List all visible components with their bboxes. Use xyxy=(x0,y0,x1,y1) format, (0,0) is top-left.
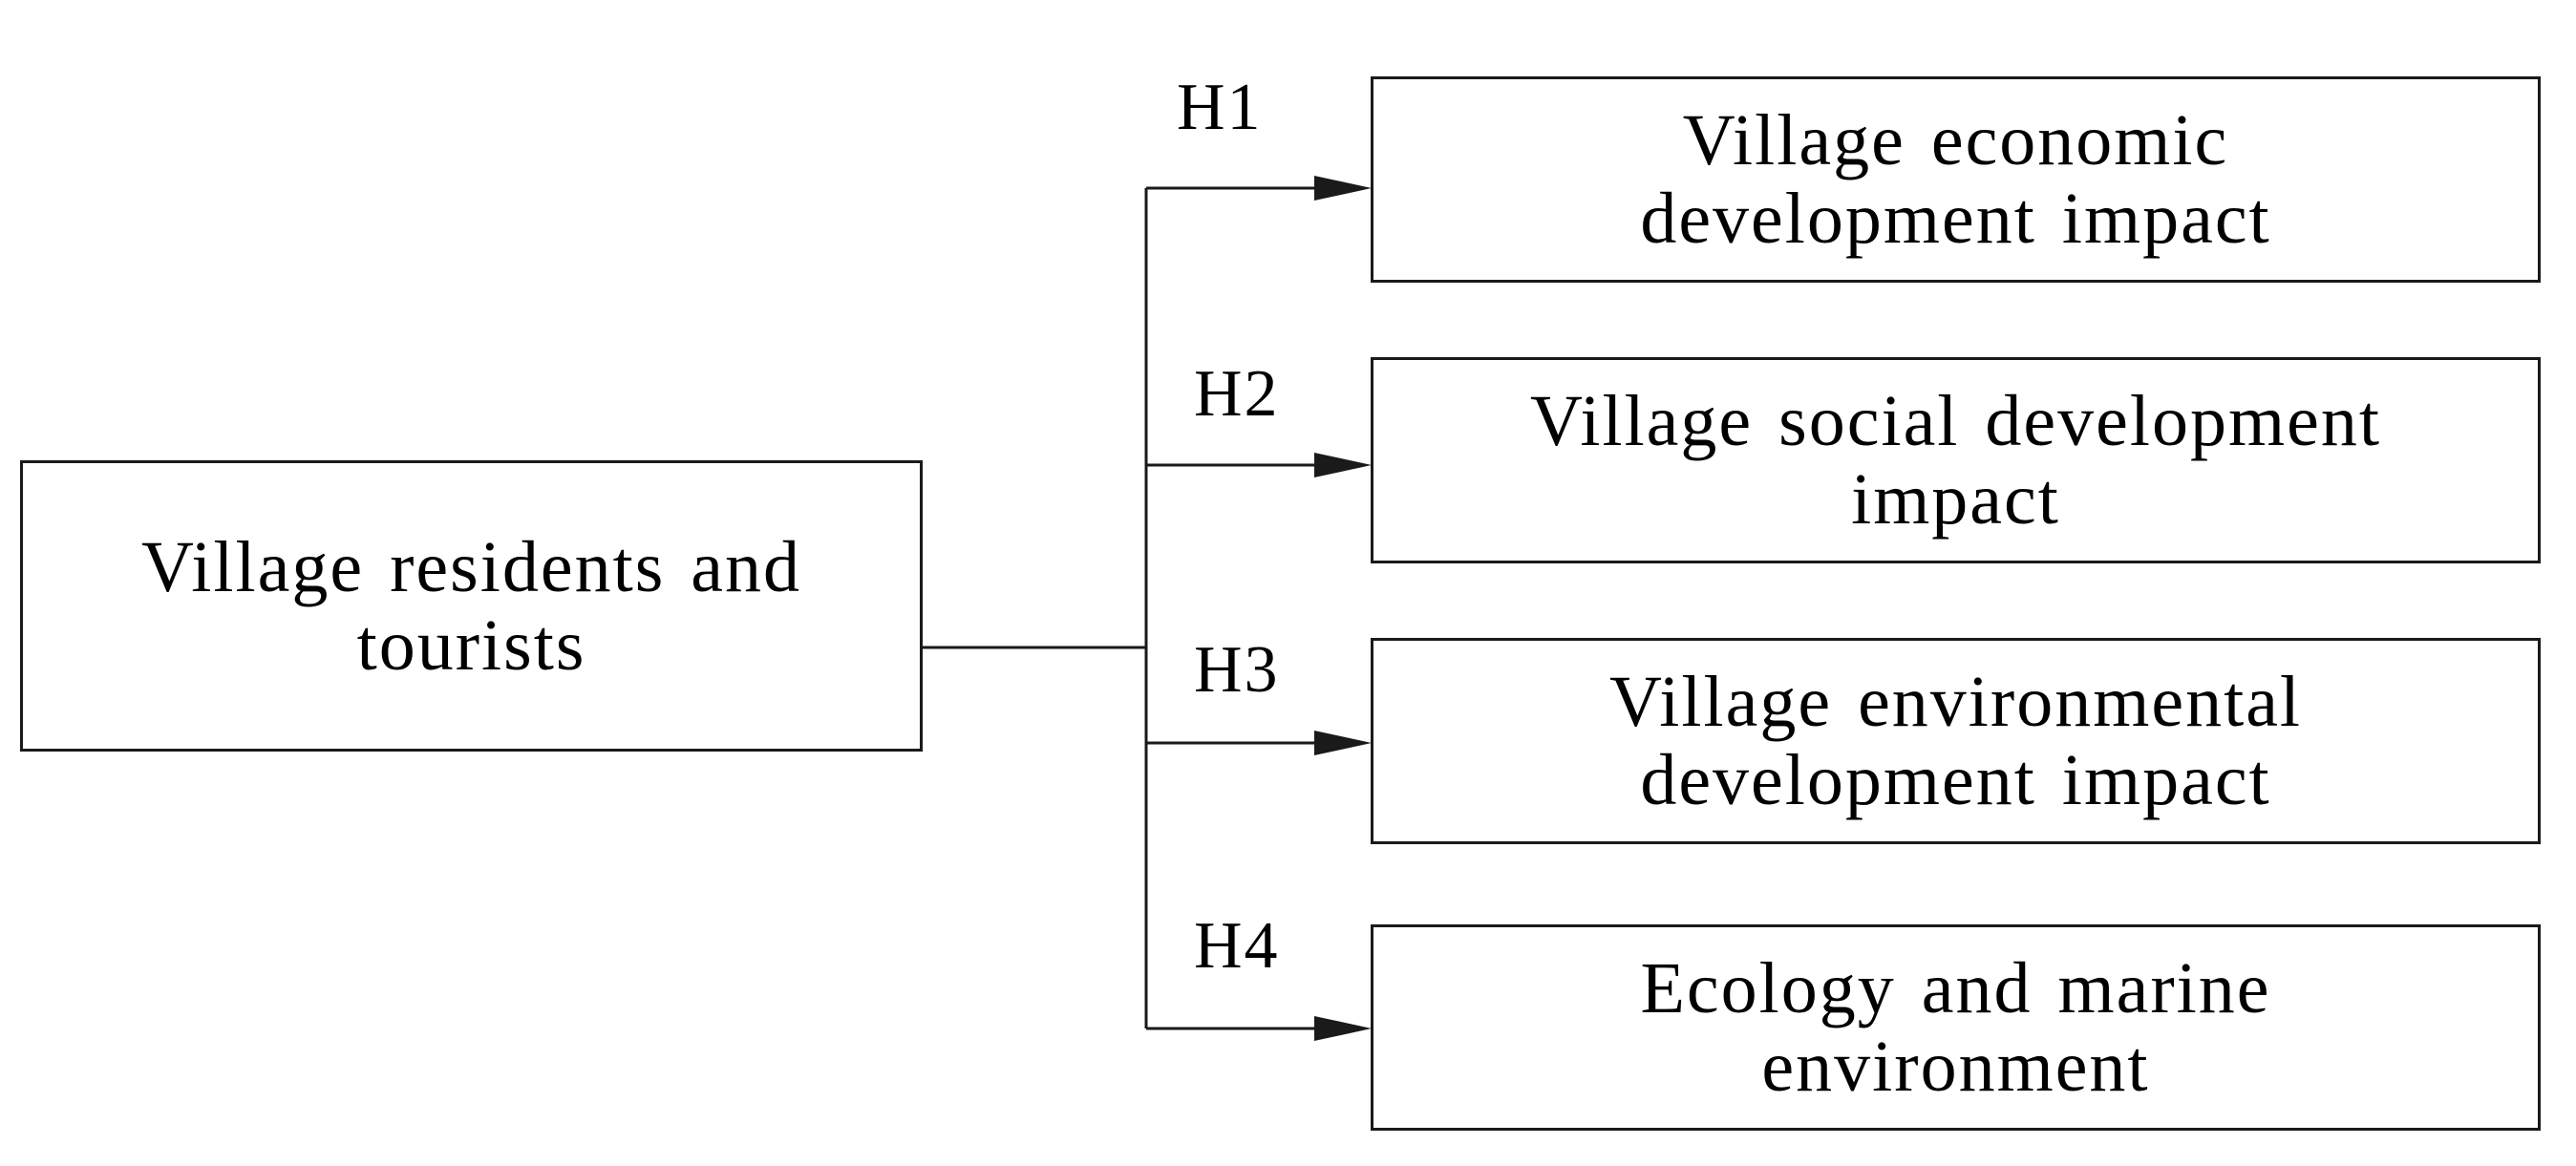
target-node-environmental-line-1: Village environmental xyxy=(1608,662,2303,742)
target-node-social: Village social development impact xyxy=(1371,357,2541,563)
target-node-social-line-2: impact xyxy=(1851,459,2060,540)
target-node-economic-label: Village economic development impact xyxy=(1640,101,2270,258)
target-node-environmental: Village environmental development impact xyxy=(1371,638,2541,844)
source-node: Village residents and tourists xyxy=(20,460,923,752)
target-node-ecology-marine: Ecology and marine environment xyxy=(1371,924,2541,1131)
target-node-ecology-marine-line-1: Ecology and marine xyxy=(1640,948,2271,1028)
target-node-environmental-line-2: development impact xyxy=(1640,740,2271,820)
target-node-ecology-marine-line-2: environment xyxy=(1761,1027,2150,1107)
target-node-social-line-1: Village social development xyxy=(1530,381,2381,461)
target-node-ecology-marine-label: Ecology and marine environment xyxy=(1640,949,2270,1106)
hypothesis-label-h3: H3 xyxy=(1194,633,1280,707)
target-node-environmental-label: Village environmental development impact xyxy=(1609,663,2302,819)
target-node-social-label: Village social development impact xyxy=(1530,382,2381,539)
source-node-label: Village residents and tourists xyxy=(141,528,801,685)
hypothesis-label-h1: H1 xyxy=(1177,71,1263,144)
arrowhead-ecology-marine xyxy=(1314,1016,1372,1041)
source-node-line-1: Village residents and xyxy=(140,526,802,607)
target-node-economic-line-1: Village economic xyxy=(1682,100,2229,180)
hypothesis-label-h4: H4 xyxy=(1194,909,1280,983)
hypothesis-label-h2: H2 xyxy=(1194,357,1280,431)
target-node-economic: Village economic development impact xyxy=(1371,76,2541,283)
arrowhead-economic xyxy=(1314,176,1372,201)
arrowhead-social xyxy=(1314,453,1372,477)
source-node-line-2: tourists xyxy=(356,604,586,686)
target-node-economic-line-2: development impact xyxy=(1640,179,2271,259)
arrowhead-environmental xyxy=(1314,731,1372,755)
